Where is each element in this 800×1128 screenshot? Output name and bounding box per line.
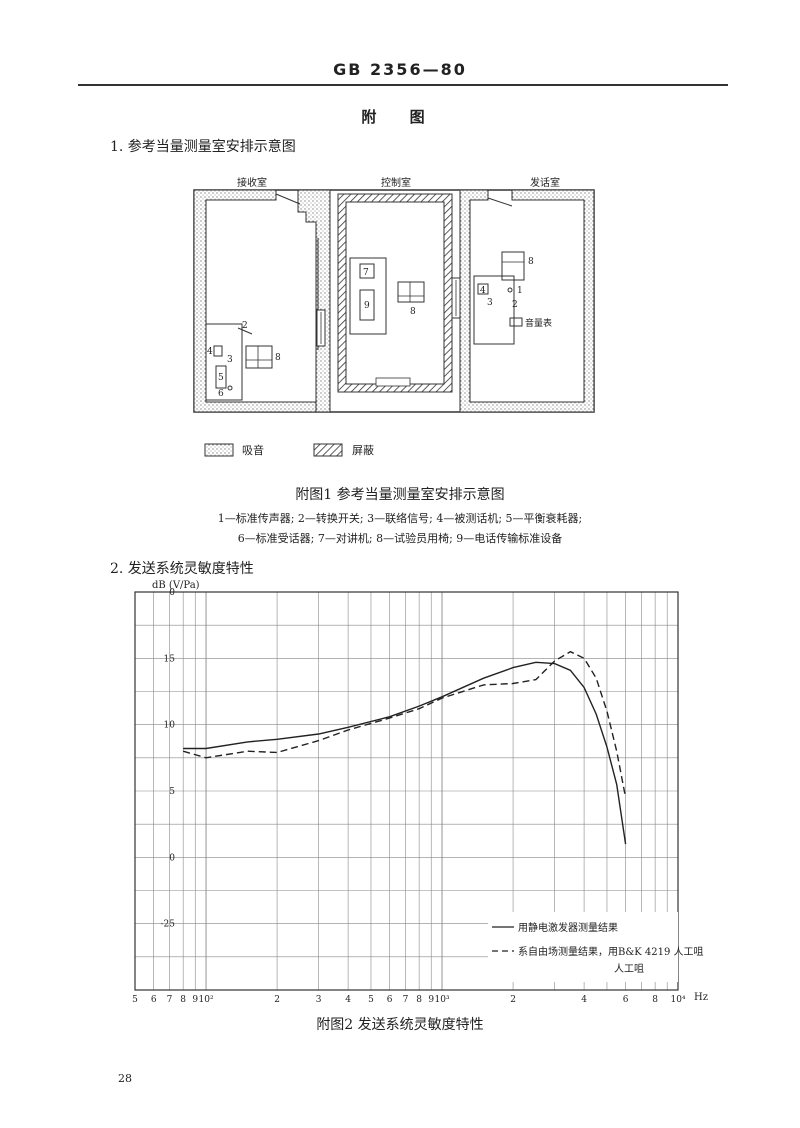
x-tick-label: 6 bbox=[623, 995, 629, 1005]
y-tick-label: -25 bbox=[161, 920, 176, 930]
marker-4-send: 4 bbox=[480, 286, 486, 296]
chart-grid bbox=[134, 591, 679, 991]
legend-label-shield: 屏蔽 bbox=[352, 444, 374, 457]
series-lines bbox=[183, 650, 627, 845]
marker-4-receive: 4 bbox=[207, 347, 213, 357]
x-tick-label: 7 bbox=[167, 995, 173, 1005]
x-tick-label: 10² bbox=[199, 995, 214, 1005]
room-label-send: 发话室 bbox=[530, 176, 560, 189]
marker-8-receive: 8 bbox=[275, 353, 281, 363]
marker-5-receive: 5 bbox=[218, 373, 224, 383]
series-line-electrostatic bbox=[183, 661, 627, 845]
marker-8-send: 8 bbox=[528, 257, 534, 267]
x-tick-label: 3 bbox=[316, 995, 322, 1005]
floor-plan-diagram: 接收室 控制室 发话室 2 4 3 5 6 8 7 9 8 8 4 1 3 2 … bbox=[193, 176, 595, 457]
legend-swatch-shield bbox=[313, 443, 343, 457]
figure1-key-line2: 6—标准受话器; 7—对讲机; 8—试验员用椅; 9—电话传输标准设备 bbox=[237, 532, 563, 545]
header-rule bbox=[78, 84, 728, 86]
x-tick-label: 7 bbox=[403, 995, 409, 1005]
x-tick-label: 2 bbox=[510, 995, 516, 1005]
marker-3-receive: 3 bbox=[227, 355, 233, 365]
section1-heading: 1. 参考当量测量室安排示意图 bbox=[110, 139, 296, 155]
appendix-title: 附 图 bbox=[361, 108, 439, 126]
control-room bbox=[337, 193, 461, 393]
send-room bbox=[459, 189, 595, 413]
marker-9-control: 9 bbox=[364, 301, 370, 311]
marker-2-receive: 2 bbox=[242, 321, 248, 331]
legend-dashed-label: 系自由场测量结果，用B&K 4219 人工咀 bbox=[518, 945, 704, 958]
room-label-control: 控制室 bbox=[381, 176, 411, 189]
receive-room bbox=[193, 189, 331, 413]
x-tick-label: 6 bbox=[151, 995, 157, 1005]
x-axis-unit: Hz bbox=[694, 992, 708, 1003]
figure2-caption: 附图2 发送系统灵敏度特性 bbox=[316, 1017, 484, 1033]
x-tick-label: 4 bbox=[345, 995, 351, 1005]
y-tick-label: 15 bbox=[164, 654, 176, 664]
y-tick-label: 0 bbox=[169, 853, 175, 863]
room-label-receive: 接收室 bbox=[237, 176, 267, 189]
marker-8-control: 8 bbox=[410, 307, 416, 317]
figure1-caption: 附图1 参考当量测量室安排示意图 bbox=[295, 487, 505, 503]
x-tick-label: 9 bbox=[428, 995, 434, 1005]
legend-label-absorb: 吸音 bbox=[242, 443, 264, 457]
x-tick-label: 2 bbox=[274, 995, 280, 1005]
y-tick-label: 10 bbox=[164, 721, 176, 731]
receive-room-equipment bbox=[205, 323, 273, 401]
chart-legend: 用静电激发器测量结果 系自由场测量结果，用B&K 4219 人工咀 人工咀 bbox=[488, 912, 704, 982]
x-tick-label: 10⁴ bbox=[670, 995, 685, 1005]
section2-heading: 2. 发送系统灵敏度特性 bbox=[110, 561, 254, 577]
x-tick-label: 8 bbox=[416, 995, 422, 1005]
x-tick-label: 4 bbox=[581, 995, 587, 1005]
x-tick-label: 8 bbox=[652, 995, 658, 1005]
plot-frame bbox=[134, 591, 679, 991]
marker-3-send: 3 bbox=[487, 298, 493, 308]
page-header: GB 2356—80 bbox=[333, 60, 467, 79]
y-tick-label: 0 bbox=[169, 588, 175, 598]
series-line-free-field bbox=[183, 650, 627, 798]
legend-artificial-mouth: 人工咀 bbox=[614, 963, 644, 975]
marker-7-control: 7 bbox=[363, 268, 369, 278]
y-axis-label: dB (V/Pa) bbox=[152, 580, 200, 591]
figure1-key-line1: 1—标准传声器; 2—转换开关; 3—联络信号; 4—被测话机; 5—平衡衰耗器… bbox=[217, 512, 583, 525]
meter-label: 音量表 bbox=[525, 317, 552, 329]
marker-6-receive: 6 bbox=[218, 389, 224, 399]
x-tick-label: 9 bbox=[192, 995, 198, 1005]
y-tick-labels: 0 15 10 5 0 -25 bbox=[161, 588, 176, 930]
legend-swatch-absorb bbox=[204, 443, 234, 457]
x-tick-label: 10³ bbox=[434, 995, 449, 1005]
x-tick-label: 5 bbox=[368, 995, 374, 1005]
page-number: 28 bbox=[118, 1072, 132, 1085]
x-tick-label: 8 bbox=[180, 995, 186, 1005]
x-tick-label: 5 bbox=[132, 995, 138, 1005]
y-tick-label: 5 bbox=[169, 787, 175, 797]
marker-1-send: 1 bbox=[517, 286, 523, 296]
x-tick-label: 6 bbox=[387, 995, 393, 1005]
marker-2-send: 2 bbox=[512, 300, 518, 310]
legend-solid-label: 用静电激发器测量结果 bbox=[518, 921, 618, 934]
